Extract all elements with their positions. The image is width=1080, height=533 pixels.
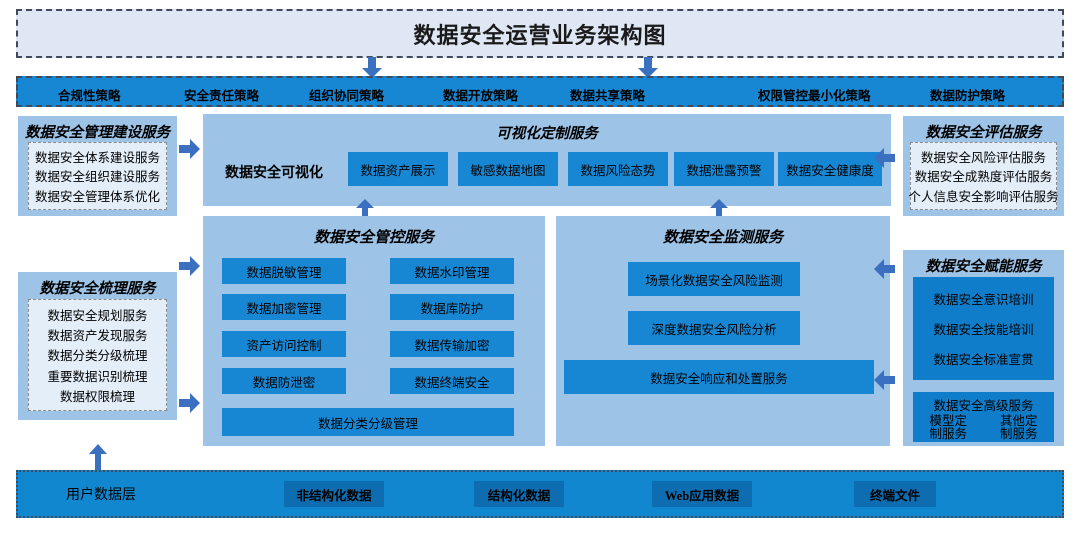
user-data-layer-label: 用户数据层 bbox=[66, 488, 136, 503]
group-item[interactable]: 数据安全技能培训 bbox=[933, 322, 1034, 337]
control-chip-transmission-encryption[interactable]: 数据传输加密 bbox=[390, 331, 514, 357]
data-chip-unstructured[interactable]: 非结构化数据 bbox=[284, 481, 384, 507]
arrow-right-sort-to-control-2 bbox=[179, 392, 200, 414]
user-data-layer-bar: 用户数据层 非结构化数据 结构化数据 Web应用数据 终端文件 bbox=[16, 470, 1064, 518]
arrow-down-title-to-strategy-2 bbox=[637, 57, 659, 78]
strategy-item-0[interactable]: 合规性策略 bbox=[58, 89, 121, 103]
group-item[interactable]: 数据安全成熟度评估服务 bbox=[914, 170, 1053, 185]
group-title-enablement: 数据安全赋能服务 bbox=[925, 259, 1042, 275]
group-item[interactable]: 数据安全风险评估服务 bbox=[920, 151, 1046, 166]
group-items-enablement: 数据安全意识培训 数据安全技能培训 数据安全标准宣贯 bbox=[913, 277, 1054, 380]
advanced-model-customization[interactable]: 模型定 制服务 bbox=[916, 414, 981, 442]
data-chip-endpoint-file[interactable]: 终端文件 bbox=[854, 481, 936, 507]
arrow-left-enable-to-monitor bbox=[874, 258, 895, 280]
group-items-data-sorting: 数据安全规划服务 数据资产发现服务 数据分类分级梳理 重要数据识别梳理 数据权限… bbox=[28, 299, 167, 411]
advanced-services-row: 模型定 制服务 其他定 制服务 bbox=[913, 414, 1054, 442]
diagram-title-banner: 数据安全运营业务架构图 bbox=[16, 9, 1064, 58]
group-item[interactable]: 数据资产发现服务 bbox=[47, 329, 148, 344]
group-item[interactable]: 数据安全标准宣贯 bbox=[933, 353, 1034, 368]
advanced-services-title: 数据安全高级服务 bbox=[933, 399, 1034, 413]
advanced-services-block: 数据安全高级服务 模型定 制服务 其他定 制服务 bbox=[913, 392, 1054, 442]
arrow-up-control-to-viz bbox=[355, 199, 375, 219]
arrow-right-sort-to-control bbox=[179, 255, 200, 277]
visualization-panel-title: 可视化定制服务 bbox=[496, 126, 598, 142]
control-chip-masking[interactable]: 数据脱敏管理 bbox=[222, 258, 346, 284]
monitor-chip-scenario-risk-monitoring[interactable]: 场景化数据安全风险监测 bbox=[628, 262, 800, 296]
data-chip-structured[interactable]: 结构化数据 bbox=[474, 481, 564, 507]
viz-chip-leak-alert[interactable]: 数据泄露预警 bbox=[674, 152, 774, 186]
strategy-item-6[interactable]: 数据防护策略 bbox=[930, 89, 1006, 103]
strategy-item-1[interactable]: 安全责任策略 bbox=[184, 89, 260, 103]
group-title-data-sorting: 数据安全梳理服务 bbox=[39, 281, 156, 297]
group-item[interactable]: 个人信息安全影响评估服务 bbox=[908, 189, 1059, 204]
group-item[interactable]: 数据安全管理体系优化 bbox=[34, 189, 160, 204]
group-items-assessment: 数据安全风险评估服务 数据安全成熟度评估服务 个人信息安全影响评估服务 bbox=[908, 142, 1059, 210]
control-chip-endpoint-security[interactable]: 数据终端安全 bbox=[390, 368, 514, 394]
advanced-other-customization[interactable]: 其他定 制服务 bbox=[986, 414, 1051, 442]
monitor-chip-deep-risk-analysis[interactable]: 深度数据安全风险分析 bbox=[628, 311, 800, 345]
group-item[interactable]: 数据安全组织建设服务 bbox=[34, 170, 160, 185]
monitor-panel-title: 数据安全监测服务 bbox=[662, 230, 783, 246]
data-chip-web-app[interactable]: Web应用数据 bbox=[652, 481, 752, 507]
control-chip-access-control[interactable]: 资产访问控制 bbox=[222, 331, 346, 357]
arrow-up-monitor-to-viz bbox=[709, 199, 729, 219]
control-chip-watermark[interactable]: 数据水印管理 bbox=[390, 258, 514, 284]
arrow-left-assess-to-viz bbox=[874, 147, 895, 169]
arrow-left-advanced-to-monitor bbox=[874, 369, 895, 391]
viz-chip-health-score[interactable]: 数据安全健康度 bbox=[778, 152, 882, 186]
group-item[interactable]: 数据安全意识培训 bbox=[933, 292, 1034, 307]
advanced-model-line2: 制服务 bbox=[929, 427, 967, 442]
advanced-model-line1: 模型定 bbox=[929, 414, 967, 428]
strategy-item-2[interactable]: 组织协同策略 bbox=[309, 89, 385, 103]
control-panel-title: 数据安全管控服务 bbox=[313, 230, 434, 246]
group-item[interactable]: 数据安全规划服务 bbox=[47, 308, 148, 323]
monitor-chip-response-disposal[interactable]: 数据安全响应和处置服务 bbox=[564, 360, 874, 394]
arrow-down-title-to-strategy-1 bbox=[361, 57, 383, 78]
arrow-up-data-layer bbox=[88, 444, 108, 472]
group-item[interactable]: 重要数据识别梳理 bbox=[47, 369, 148, 384]
strategy-item-4[interactable]: 数据共享策略 bbox=[570, 89, 646, 103]
viz-chip-sensitive-map[interactable]: 敏感数据地图 bbox=[458, 152, 558, 186]
control-chip-database-protection[interactable]: 数据库防护 bbox=[390, 294, 514, 320]
group-title-management-construction: 数据安全管理建设服务 bbox=[25, 125, 170, 141]
strategy-bar: 合规性策略 安全责任策略 组织协同策略 数据开放策略 数据共享策略 权限管控最小… bbox=[16, 76, 1064, 107]
advanced-other-line1: 其他定 bbox=[999, 414, 1038, 428]
control-chip-leak-prevention[interactable]: 数据防泄密 bbox=[222, 368, 346, 394]
control-chip-classification-grading[interactable]: 数据分类分级管理 bbox=[222, 408, 514, 436]
group-panel-management-construction: 数据安全管理建设服务 数据安全体系建设服务 数据安全组织建设服务 数据安全管理体… bbox=[18, 116, 177, 216]
visualization-side-label: 数据安全可视化 bbox=[225, 166, 323, 181]
group-items-management-construction: 数据安全体系建设服务 数据安全组织建设服务 数据安全管理体系优化 bbox=[28, 142, 167, 210]
strategy-item-3[interactable]: 数据开放策略 bbox=[443, 89, 519, 103]
control-chip-encryption[interactable]: 数据加密管理 bbox=[222, 294, 346, 320]
viz-chip-asset-display[interactable]: 数据资产展示 bbox=[348, 152, 448, 186]
group-panel-enablement: 数据安全赋能服务 数据安全意识培训 数据安全技能培训 数据安全标准宣贯 数据安全… bbox=[903, 250, 1064, 446]
group-item[interactable]: 数据安全体系建设服务 bbox=[34, 151, 160, 166]
strategy-item-5[interactable]: 权限管控最小化策略 bbox=[758, 89, 871, 103]
group-panel-data-sorting: 数据安全梳理服务 数据安全规划服务 数据资产发现服务 数据分类分级梳理 重要数据… bbox=[18, 272, 177, 420]
arrow-right-mgmt-to-viz bbox=[179, 138, 200, 160]
viz-chip-risk-posture[interactable]: 数据风险态势 bbox=[568, 152, 668, 186]
group-panel-assessment: 数据安全评估服务 数据安全风险评估服务 数据安全成熟度评估服务 个人信息安全影响… bbox=[903, 116, 1064, 216]
page-title: 数据安全运营业务架构图 bbox=[413, 22, 667, 48]
advanced-other-line2: 制服务 bbox=[999, 427, 1038, 442]
group-title-assessment: 数据安全评估服务 bbox=[925, 125, 1042, 141]
group-item[interactable]: 数据权限梳理 bbox=[59, 390, 135, 405]
group-item[interactable]: 数据分类分级梳理 bbox=[47, 349, 148, 364]
